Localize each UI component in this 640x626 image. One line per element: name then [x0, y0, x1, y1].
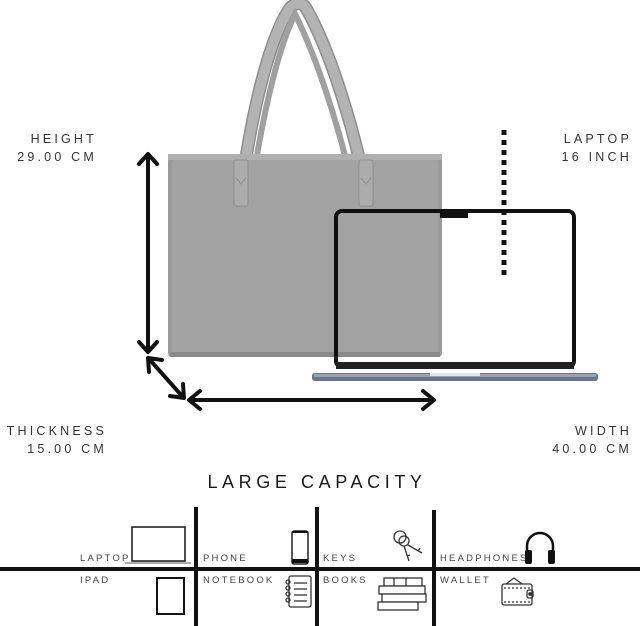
- capacity-item-keys-label: KEYS: [323, 553, 358, 564]
- keys-icon: [393, 530, 423, 562]
- bag-handles: [233, 0, 375, 207]
- wallet-icon: [501, 577, 534, 606]
- phone-icon: [291, 530, 309, 565]
- thickness-value: 15.00 CM: [27, 442, 107, 456]
- grid-vertical-divider-2: [315, 507, 319, 626]
- thickness-title: THICKNESS: [6, 424, 107, 438]
- grid-vertical-divider-3: [432, 510, 436, 626]
- capacity-title: LARGE CAPACITY: [207, 472, 427, 492]
- grid-vertical-divider-1: [194, 507, 198, 626]
- height-title: HEIGHT: [30, 132, 97, 146]
- capacity-item-headphones-label: HEADPHONES: [440, 553, 529, 564]
- notebook-icon: [285, 575, 312, 608]
- thickness-label: THICKNESS 15.00 CM: [0, 422, 107, 458]
- width-arrow: [187, 389, 436, 411]
- capacity-item-notebook-label: NOTEBOOK: [203, 575, 275, 586]
- height-arrow: [137, 152, 159, 354]
- laptop-size-label: LAPTOP 16 INCH: [520, 130, 632, 166]
- height-label: HEIGHT 29.00 CM: [0, 130, 97, 166]
- height-value: 29.00 CM: [17, 150, 97, 164]
- width-label: WIDTH 40.00 CM: [520, 422, 632, 458]
- product-illustration: [137, 0, 598, 411]
- capacity-item-laptop-label: LAPTOP: [80, 553, 131, 564]
- laptop-icon: [125, 526, 191, 564]
- width-title: WIDTH: [575, 424, 632, 438]
- capacity-item-phone-label: PHONE: [203, 553, 248, 564]
- capacity-item-books-label: BOOKS: [323, 575, 368, 586]
- capacity-item-ipad-label: IPAD: [80, 575, 111, 586]
- laptop-outline: [312, 209, 598, 381]
- laptop-size-title: LAPTOP: [563, 132, 632, 146]
- width-value: 40.00 CM: [552, 442, 632, 456]
- laptop-size-value: 16 INCH: [561, 150, 632, 164]
- thickness-arrow: [146, 356, 186, 400]
- grid-horizontal-divider: [0, 567, 640, 571]
- tablet-icon: [156, 577, 185, 615]
- headphones-icon: [525, 531, 555, 564]
- books-icon: [377, 577, 427, 611]
- capacity-item-wallet-label: WALLET: [440, 575, 491, 586]
- tote-bag: [168, 154, 442, 357]
